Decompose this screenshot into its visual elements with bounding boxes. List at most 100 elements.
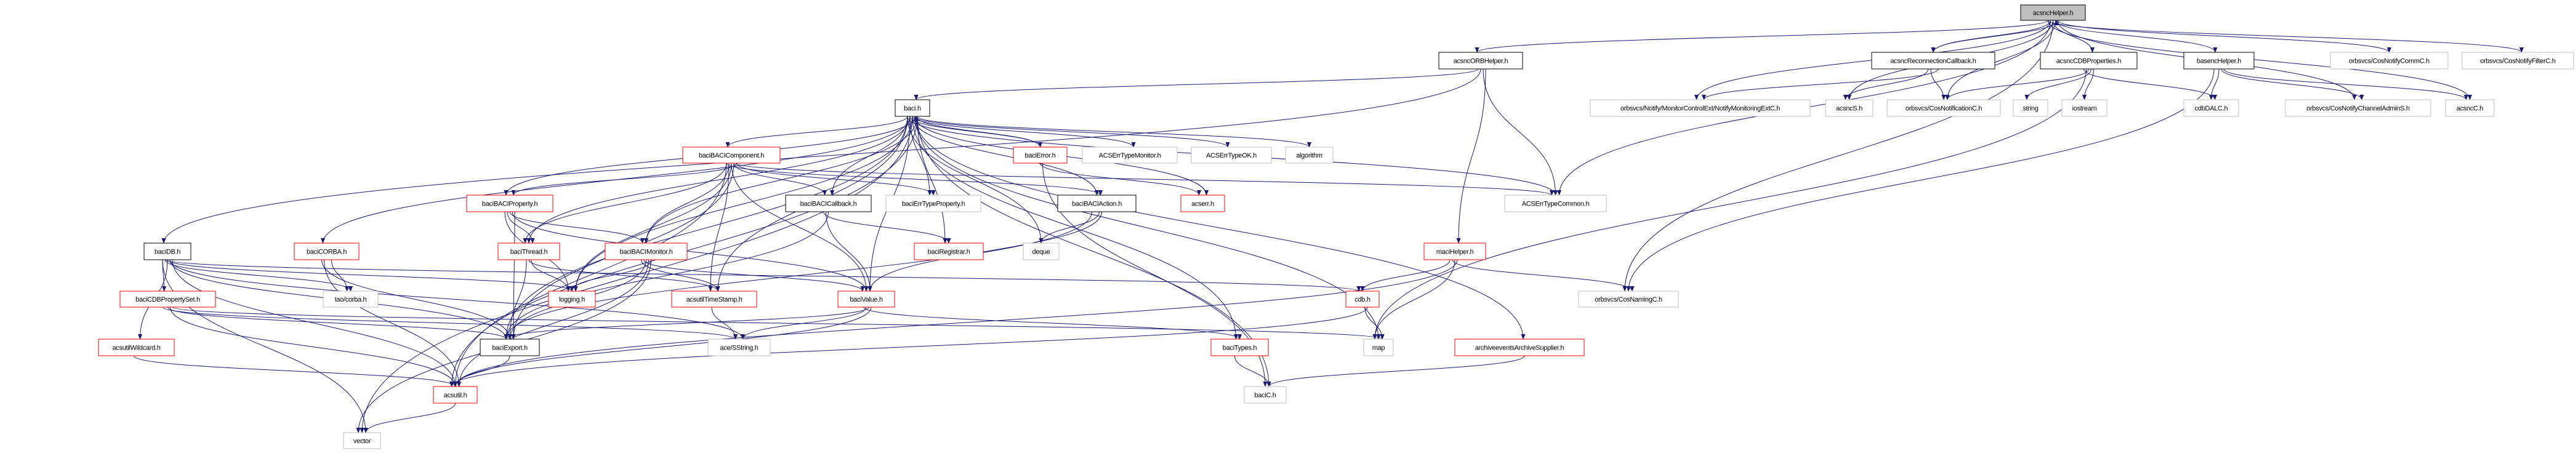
- node-label: baciErrTypeProperty.h: [902, 201, 965, 208]
- node-baciBACIProperty[interactable]: baciBACIProperty.h: [466, 194, 553, 212]
- node-ACSErrTypeMonitor: ACSErrTypeMonitor.h: [1082, 146, 1178, 164]
- edge-baci-to-baciErrTypeProperty: [909, 116, 932, 196]
- node-label: archiveeventsArchiveSupplier.h: [1475, 345, 1564, 352]
- node-cdb[interactable]: cdb.h: [1345, 291, 1380, 308]
- node-box: [1423, 243, 1486, 260]
- edge-baciCORBA-to-acsutil: [324, 259, 462, 387]
- edge-baciBACICallback-to-baciRegistrar: [823, 211, 951, 244]
- node-acsncHelper[interactable]: acsncHelper.h: [2020, 4, 2086, 21]
- edge-maciHelper-to-acsutil: [453, 259, 1458, 387]
- edge-baciThread-to-logging: [531, 259, 571, 292]
- edge-baci-to-baciTypes: [912, 116, 1239, 340]
- edge-acsncCDBProperties-to-map: [1372, 68, 2087, 340]
- edge-baciBACICallback-to-baciExport: [504, 211, 829, 340]
- edge-baci-to-archiveSupplier: [914, 116, 1526, 340]
- edge-baciBACIComponent-to-baciBACIProperty: [511, 162, 737, 196]
- node-baciBACIMonitor[interactable]: baciBACIMonitor.h: [605, 243, 688, 260]
- edge-baci-to-ACSErrTypeMonitor: [912, 116, 1136, 148]
- node-baciBACICallback[interactable]: baciBACICallback.h: [785, 194, 872, 212]
- node-label: baciValue.h: [850, 296, 883, 303]
- node-box: [1191, 146, 1272, 164]
- node-baciBACIAction[interactable]: baciBACIAction.h: [1057, 194, 1137, 212]
- node-box: [1825, 99, 1874, 117]
- nodes-layer: acsncHelper.h acsncORBHelper.h acsncReconn…: [98, 4, 2574, 449]
- node-label: iostream: [2072, 105, 2097, 113]
- node-baciTypes[interactable]: baciTypes.h: [1210, 339, 1269, 356]
- edge-baciCDBPropertySet-to-map: [172, 307, 1384, 340]
- node-box: [2330, 52, 2449, 70]
- node-box: [1454, 339, 1585, 356]
- node-baciThread[interactable]: baciThread.h: [497, 243, 560, 260]
- edge-baci-to-algorithm: [917, 116, 1311, 148]
- edge-baciBACIProperty-to-baciThread: [507, 211, 535, 244]
- node-acsutil[interactable]: acsutil.h: [433, 386, 478, 404]
- node-acsncCDBProperties[interactable]: acsncCDBProperties.h: [2040, 52, 2138, 70]
- node-baciCORBA[interactable]: baciCORBA.h: [294, 243, 360, 260]
- node-archiveSupplier[interactable]: archiveeventsArchiveSupplier.h: [1454, 339, 1585, 356]
- node-box: [480, 339, 540, 356]
- edge-basencHelper-to-cdbDALC: [2208, 68, 2220, 100]
- edge-maciHelper-to-CosNamingC: [1452, 259, 1635, 292]
- edge-baciBACIAction-to-baciValue: [867, 211, 1102, 292]
- node-baciExport[interactable]: baciExport.h: [480, 339, 540, 356]
- node-label: baciThread.h: [510, 249, 548, 256]
- node-acsutilWildcard[interactable]: acsutilWildcard.h: [98, 339, 175, 356]
- edge-baci-to-baciExport: [504, 116, 908, 340]
- node-logging[interactable]: logging.h: [548, 291, 596, 308]
- node-label: deque: [1032, 249, 1050, 256]
- node-acsncReconnectionCallback[interactable]: acsncReconnectionCallback.h: [1871, 52, 1995, 70]
- node-box: [343, 432, 381, 449]
- node-acsncC: acsncC.h: [2445, 99, 2495, 117]
- node-box: [707, 339, 771, 356]
- node-baciError[interactable]: baciError.h: [1013, 146, 1068, 164]
- edge-baciCDBPropertySet-to-baciExport: [167, 307, 509, 340]
- edge-baci-to-logging: [573, 116, 913, 292]
- node-baciCDBPropertySet[interactable]: baciCDBPropertySet.h: [119, 291, 216, 308]
- node-box: [895, 99, 930, 117]
- node-acsncORBHelper[interactable]: acsncORBHelper.h: [1438, 52, 1523, 70]
- node-label: baciBACIAction.h: [1072, 201, 1122, 208]
- node-box: [1871, 52, 1995, 70]
- node-box: [466, 194, 553, 212]
- node-label: orbsvcs/CosNotifyFilterC.h: [2480, 58, 2556, 65]
- edge-maciHelper-to-cdb: [1360, 259, 1451, 292]
- node-baci[interactable]: baci.h: [895, 99, 930, 117]
- edge-acsutil-to-vector: [363, 403, 456, 433]
- node-baciRegistrar[interactable]: baciRegistrar.h: [914, 243, 984, 260]
- edge-baciBACIComponent-to-acsutilTimeStamp: [708, 162, 730, 292]
- node-label: baciBACIComponent.h: [699, 152, 764, 159]
- node-box: [1210, 339, 1269, 356]
- node-acsutilTimeStamp[interactable]: acsutilTimeStamp.h: [671, 291, 757, 308]
- node-label: baciC.h: [1254, 392, 1276, 399]
- node-box: [2285, 99, 2431, 117]
- edge-acsncHelper-to-CosNotifyFilterC: [2048, 20, 2524, 53]
- edge-acsncReconnectionCallback-to-acsncS: [1843, 68, 1929, 100]
- edge-baciError-to-acserr: [1040, 162, 1202, 196]
- node-label: acsncReconnectionCallback.h: [1890, 58, 1976, 65]
- node-CosNotificationC: orbsvcs/CosNotificationC.h: [1886, 99, 2001, 117]
- edge-acsncORBHelper-to-ACSErrTypeCommon: [1483, 68, 1558, 196]
- node-basencHelper[interactable]: basencHelper.h: [2183, 52, 2255, 70]
- edge-acsncHelper-to-basencHelper: [2055, 20, 2218, 53]
- node-acserr[interactable]: acserr.h: [1180, 194, 1225, 212]
- node-baciDB[interactable]: baciDB.h: [143, 243, 191, 260]
- node-baciBACIComponent[interactable]: baciBACIComponent.h: [682, 146, 781, 164]
- edges-layer: [134, 20, 2524, 433]
- node-label: tao/corba.h: [335, 296, 367, 303]
- edge-acsncORBHelper-to-baciDB: [161, 68, 1481, 244]
- node-maciHelper[interactable]: maciHelper.h: [1423, 243, 1486, 260]
- node-box: [2183, 52, 2255, 70]
- node-box: [2061, 99, 2107, 117]
- node-baciValue[interactable]: baciValue.h: [837, 291, 895, 308]
- edge-baciBACIComponent-to-acsutil: [453, 162, 727, 387]
- node-vector: vector: [343, 432, 381, 449]
- node-label: acsutil.h: [444, 392, 467, 399]
- node-label: acsutilTimeStamp.h: [686, 296, 743, 303]
- node-baciC: baciC.h: [1244, 386, 1287, 404]
- node-label: baciBACICallback.h: [800, 201, 857, 208]
- edge-baciCDBPropertySet-to-aceSString: [163, 307, 738, 340]
- edge-baciDB-to-acsutil: [172, 259, 458, 387]
- edge-baci-to-vector: [360, 116, 913, 433]
- edge-cdb-to-acsutil: [449, 307, 1368, 387]
